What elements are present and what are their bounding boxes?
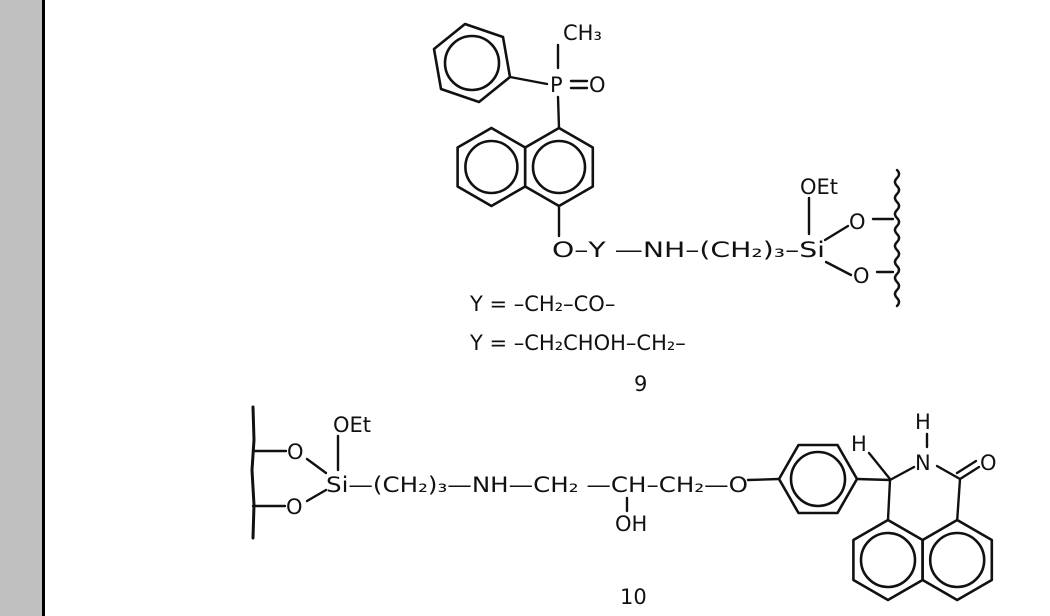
naphthalene-ring: [852, 518, 994, 602]
surface-oxygen-upper: O: [287, 440, 304, 464]
bond-o-phenylene: [746, 477, 781, 482]
y-definition-2: Y = –CH₂CHOH–CH₂–: [469, 331, 686, 355]
ethoxy-label: OEt: [333, 413, 371, 437]
structure-10: O O OEt Si—(CH₂)₃—NH—CH₂ —CH–CH₂—O OH H …: [250, 405, 997, 609]
ethoxy-label: OEt: [800, 175, 838, 199]
surface-oxygen-lower: O: [853, 264, 870, 288]
compound-number-10: 10: [620, 585, 647, 609]
silica-surface-line: [250, 405, 256, 540]
bond-n-carbonyl: [935, 464, 962, 481]
scan-margin-panel: [0, 0, 42, 616]
bond-phenylene-ch: [855, 477, 892, 482]
bond-ch-naphthyl: [886, 478, 892, 522]
compound-number-9: 9: [634, 372, 647, 396]
methine-hydrogen-label: H: [851, 432, 867, 456]
bond-carbonyl-naphthyl: [956, 477, 962, 522]
phosphorus-label: P: [550, 73, 563, 97]
naphthalene-ring: [456, 126, 595, 208]
phenylene-ring: [777, 443, 859, 515]
linker-chain-label: O–Y —NH–(CH₂)₃–Si: [552, 238, 825, 262]
bond-c-o-double-2: [955, 459, 978, 475]
silica-surface-wavy-line: [893, 168, 901, 308]
bond-si-o-upper: [823, 224, 850, 242]
bond-o-si-lower: [305, 488, 328, 503]
phenyl-ring: [432, 22, 512, 104]
linker-chain-label: Si—(CH₂)₃—NH—CH₂ —CH–CH₂—O: [326, 473, 748, 497]
bond-c-o-double-1: [958, 465, 981, 481]
surface-oxygen-lower: O: [286, 495, 303, 519]
bond-c-n: [888, 465, 916, 482]
bond-si-o-lower: [824, 260, 853, 277]
methyl-label: CH₃: [563, 21, 602, 45]
structure-9: CH₃ P O O–Y —NH–(CH₂)₃–Si OEt O O Y = –C…: [432, 21, 901, 396]
bond-c-h: [867, 451, 892, 481]
page-edge-rule: [42, 0, 45, 616]
carbonyl-oxygen-label: O: [980, 451, 997, 475]
phosphoryl-oxygen-label: O: [589, 73, 606, 97]
bond-phenyl-p: [508, 75, 549, 86]
y-definition-1: Y = –CH₂–CO–: [469, 292, 615, 316]
surface-oxygen-upper: O: [849, 210, 866, 234]
bond-p-naphthyl: [556, 95, 561, 130]
nitrogen-label: N: [915, 451, 931, 475]
amide-hydrogen-label: H: [915, 410, 931, 434]
hydroxyl-label: OH: [615, 512, 647, 536]
bond-o-si-upper: [305, 457, 328, 475]
